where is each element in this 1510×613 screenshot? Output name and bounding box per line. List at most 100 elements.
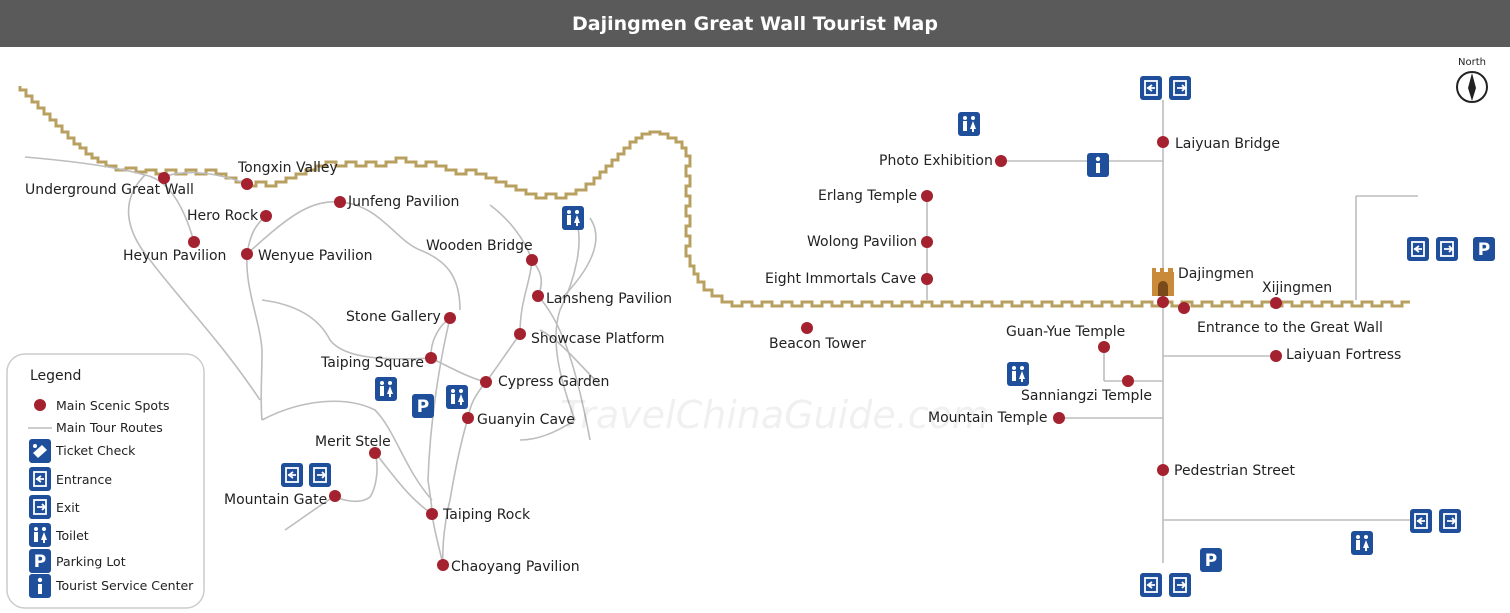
- scenic-spots: Underground Great Wall Tongxin Valley He…: [25, 136, 1401, 575]
- spot-hero-rock[interactable]: [260, 210, 272, 222]
- parking-icon[interactable]: [1473, 237, 1495, 261]
- toilet-icon: [29, 523, 51, 547]
- label-xijingmen: Xijingmen: [1262, 280, 1332, 296]
- exit-icon[interactable]: [1168, 75, 1192, 101]
- spot-mountain-temple[interactable]: [1053, 412, 1065, 424]
- spot-sanniangzi-temple[interactable]: [1122, 375, 1134, 387]
- entrance-icon[interactable]: [1409, 508, 1433, 534]
- compass-ring-icon: [1456, 71, 1488, 103]
- spot-heyun-pavilion[interactable]: [188, 236, 200, 248]
- label-wenyue-pavilion: Wenyue Pavilion: [258, 248, 373, 264]
- entrance-icon[interactable]: [280, 462, 304, 488]
- legend-title: Legend: [30, 368, 81, 384]
- label-cypress-garden: Cypress Garden: [498, 374, 609, 390]
- spot-taiping-square[interactable]: [425, 352, 437, 364]
- toilet-icon[interactable]: [958, 112, 980, 136]
- spot-stone-gallery[interactable]: [444, 312, 456, 324]
- label-sanniangzi-temple: Sanniangzi Temple: [1021, 388, 1152, 404]
- spot-guanyin-cave[interactable]: [462, 412, 474, 424]
- label-underground-great-wall: Underground Great Wall: [25, 182, 194, 198]
- spot-beacon-tower[interactable]: [801, 322, 813, 334]
- spot-lansheng-pavilion[interactable]: [532, 290, 544, 302]
- label-beacon-tower: Beacon Tower: [769, 336, 866, 352]
- label-erlang-temple: Erlang Temple: [818, 188, 917, 204]
- parking-icon[interactable]: [412, 394, 434, 418]
- entrance-icon[interactable]: [1139, 572, 1163, 598]
- legend-toilet: Toilet: [55, 528, 89, 543]
- legend-spot-icon: [34, 399, 46, 411]
- info-icon[interactable]: [1087, 153, 1109, 177]
- label-showcase-platform: Showcase Platform: [531, 331, 664, 347]
- parking-icon[interactable]: [1200, 548, 1222, 572]
- spot-entrance-great-wall[interactable]: [1178, 302, 1190, 314]
- label-chaoyang-pavilion: Chaoyang Pavilion: [451, 559, 580, 575]
- label-guan-yue-temple: Guan-Yue Temple: [1006, 324, 1125, 340]
- spot-wenyue-pavilion[interactable]: [241, 248, 253, 260]
- spot-erlang-temple[interactable]: [921, 190, 933, 202]
- spot-pedestrian-street[interactable]: [1157, 464, 1169, 476]
- legend-service: Tourist Service Center: [55, 578, 194, 593]
- legend-box: [6, 353, 205, 609]
- label-laiyuan-bridge: Laiyuan Bridge: [1175, 136, 1280, 152]
- toilet-icon[interactable]: [1007, 362, 1029, 386]
- spot-showcase-platform[interactable]: [514, 328, 526, 340]
- entrance-icon[interactable]: [1139, 75, 1163, 101]
- toilet-icon[interactable]: [562, 206, 584, 230]
- spot-laiyuan-fortress[interactable]: [1270, 350, 1282, 362]
- exit-icon[interactable]: [1438, 508, 1462, 534]
- compass-needle-icon: [1468, 73, 1476, 101]
- spot-underground-great-wall[interactable]: [158, 172, 170, 184]
- label-pedestrian-street: Pedestrian Street: [1174, 463, 1295, 479]
- label-taiping-square: Taiping Square: [320, 355, 424, 371]
- spot-eight-immortals-cave[interactable]: [921, 273, 933, 285]
- spot-xijingmen[interactable]: [1270, 297, 1282, 309]
- entrance-icon: [28, 466, 52, 492]
- spot-junfeng-pavilion[interactable]: [334, 196, 346, 208]
- exit-icon[interactable]: [1435, 236, 1459, 262]
- spot-cypress-garden[interactable]: [480, 376, 492, 388]
- watermark: TravelChinaGuide.com: [560, 393, 989, 437]
- label-mountain-temple: Mountain Temple: [928, 410, 1048, 426]
- legend-exit: Exit: [56, 500, 80, 515]
- fort-icon: [1152, 268, 1174, 296]
- exit-icon[interactable]: [1168, 572, 1192, 598]
- label-taiping-rock: Taiping Rock: [442, 507, 531, 523]
- spot-guan-yue-temple[interactable]: [1098, 341, 1110, 353]
- exit-icon: [28, 494, 52, 520]
- label-photo-exhibition: Photo Exhibition: [879, 153, 993, 169]
- spot-dajingmen[interactable]: [1157, 296, 1169, 308]
- legend-route: Main Tour Routes: [56, 420, 163, 435]
- spot-merit-stele[interactable]: [369, 447, 381, 459]
- label-heyun-pavilion: Heyun Pavilion: [123, 248, 226, 264]
- legend-scenic: Main Scenic Spots: [56, 398, 169, 413]
- great-wall-west: [18, 86, 1410, 308]
- entrance-icon[interactable]: [1406, 236, 1430, 262]
- toilet-icon[interactable]: [1351, 531, 1373, 555]
- spot-mountain-gate[interactable]: [329, 490, 341, 502]
- spot-wooden-bridge[interactable]: [526, 254, 538, 266]
- label-laiyuan-fortress: Laiyuan Fortress: [1286, 347, 1401, 363]
- label-guanyin-cave: Guanyin Cave: [477, 412, 575, 428]
- compass: North: [1456, 57, 1488, 103]
- label-dajingmen: Dajingmen: [1178, 266, 1254, 282]
- spot-chaoyang-pavilion[interactable]: [437, 559, 449, 571]
- ticket-icon: [29, 439, 51, 463]
- map-title: Dajingmen Great Wall Tourist Map: [0, 0, 1510, 47]
- label-merit-stele: Merit Stele: [315, 434, 391, 450]
- label-eight-immortals-cave: Eight Immortals Cave: [765, 271, 916, 287]
- toilet-icon[interactable]: [446, 385, 468, 409]
- label-mountain-gate: Mountain Gate: [224, 492, 327, 508]
- label-hero-rock: Hero Rock: [187, 208, 259, 224]
- spot-laiyuan-bridge[interactable]: [1157, 136, 1169, 148]
- label-entrance-great-wall: Entrance to the Great Wall: [1197, 320, 1383, 336]
- label-wolong-pavilion: Wolong Pavilion: [807, 234, 917, 250]
- compass-label: North: [1458, 57, 1486, 68]
- toilet-icon[interactable]: [375, 377, 397, 401]
- spot-taiping-rock[interactable]: [426, 508, 438, 520]
- spot-wolong-pavilion[interactable]: [921, 236, 933, 248]
- spot-tongxin-valley[interactable]: [241, 178, 253, 190]
- spot-photo-exhibition[interactable]: [995, 155, 1007, 167]
- exit-icon[interactable]: [308, 462, 332, 488]
